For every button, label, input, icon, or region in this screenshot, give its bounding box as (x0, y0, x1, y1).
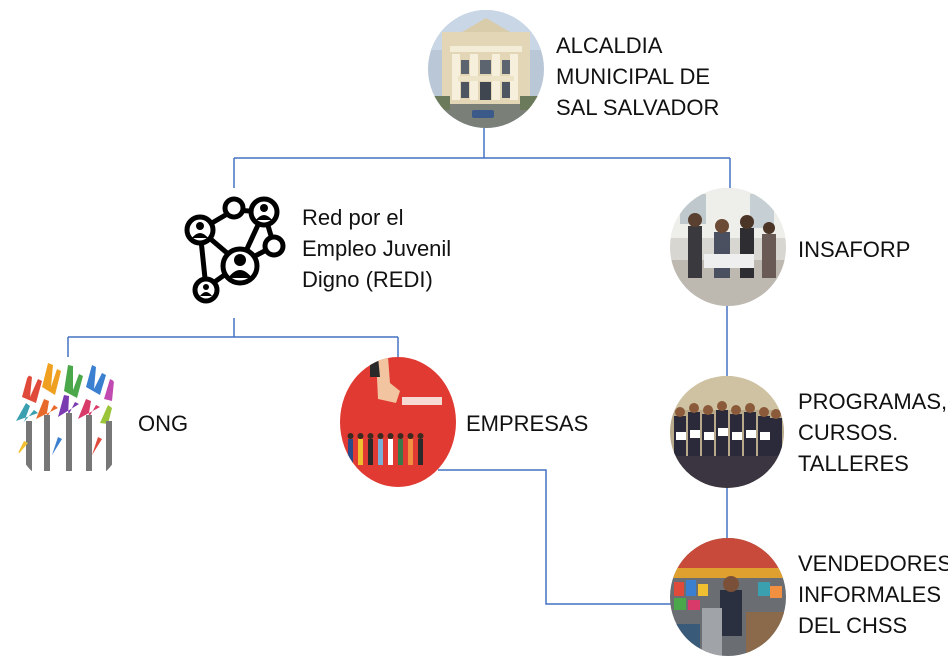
label-line: Red por el (302, 205, 404, 230)
label-line: ONG (138, 411, 189, 436)
label-alcaldia: ALCALDIA MUNICIPAL DE SAL SALVADOR (556, 30, 719, 123)
connector-empresas-to-vendedores (438, 469, 672, 605)
business-hand-people-illustration (340, 357, 456, 487)
label-line: DEL CHSS (798, 613, 908, 638)
label-line: Digno (REDI) (302, 267, 433, 292)
building-icon (428, 10, 544, 128)
label-line: INFORMALES (798, 582, 942, 607)
street-vendors-photo (670, 538, 786, 656)
graduates-group-photo (670, 376, 784, 488)
network-people-icon (178, 188, 290, 308)
label-line: Empleo Juvenil (302, 236, 452, 261)
label-ong: ONG (138, 408, 188, 439)
label-line: PROGRAMAS, (798, 389, 948, 414)
label-line: ALCALDIA (556, 33, 663, 58)
label-empresas: EMPRESAS (466, 408, 588, 439)
raised-hands-illustration (12, 357, 126, 487)
label-vendedores: VENDEDORES INFORMALES DEL CHSS (798, 548, 948, 641)
label-line: EMPRESAS (466, 411, 589, 436)
city-hall-photo (428, 10, 544, 128)
label-line: INSAFORP (798, 237, 911, 262)
label-line: VENDEDORES (798, 551, 948, 576)
label-line: CURSOS. (798, 420, 899, 445)
label-line: SAL SALVADOR (556, 95, 720, 120)
label-redi: Red por el Empleo Juvenil Digno (REDI) (302, 202, 451, 295)
label-line: MUNICIPAL DE (556, 64, 711, 89)
training-room-photo (670, 188, 786, 306)
label-insaforp: INSAFORP (798, 234, 910, 265)
label-line: TALLERES (798, 451, 909, 476)
label-programas: PROGRAMAS, CURSOS. TALLERES (798, 386, 947, 479)
